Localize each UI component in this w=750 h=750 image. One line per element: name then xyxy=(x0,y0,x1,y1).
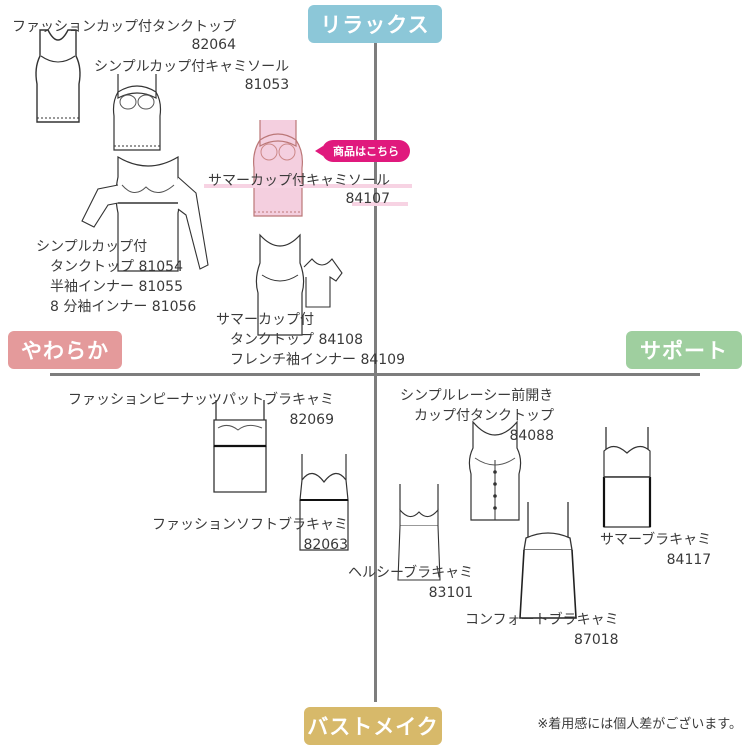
highlight-bar xyxy=(352,202,408,206)
product-label: サマーブラキャミ 84117 xyxy=(600,532,712,568)
product-label: コンフォートブラキャミ 87018 xyxy=(465,612,619,648)
sleeved-top-icon[interactable] xyxy=(78,155,213,273)
product-label: ファッションピーナッツパットブラキャミ 82069 xyxy=(68,392,334,428)
vertical-axis xyxy=(374,42,377,702)
front-open-tank-icon[interactable] xyxy=(465,420,525,522)
axis-label-bust-make: バストメイク xyxy=(304,707,442,745)
bra-cami-icon[interactable] xyxy=(598,425,656,529)
product-link-callout[interactable]: 商品はこちら xyxy=(315,140,410,162)
tank-top-icon[interactable] xyxy=(32,28,84,126)
product-label: サマーカップ付 タンクトップ 84108 フレンチ袖インナー 84109 xyxy=(216,312,405,368)
product-label: シンプルカップ付 タンクトップ 81054 半袖インナー 81055 8 分袖イ… xyxy=(36,239,197,315)
footnote: ※着用感には個人差がございます。 xyxy=(537,717,742,732)
bra-cami-icon[interactable] xyxy=(516,500,580,620)
axis-label-support: サポート xyxy=(626,331,742,369)
product-label: シンプルレーシー前開き カップ付タンクトップ 84088 xyxy=(400,388,554,444)
bra-cami-icon[interactable] xyxy=(392,482,446,582)
product-label-featured[interactable]: サマーカップ付キャミソール 84107 xyxy=(208,173,390,207)
axis-label-soft: やわらか xyxy=(8,331,122,369)
bra-cami-icon[interactable] xyxy=(292,452,356,552)
camisole-icon[interactable] xyxy=(108,72,166,152)
tank-top-icon[interactable] xyxy=(250,233,345,338)
bra-cami-icon[interactable] xyxy=(208,398,272,494)
camisole-icon[interactable] xyxy=(248,118,308,218)
product-label: ヘルシーブラキャミ 83101 xyxy=(348,565,474,601)
highlight-bar xyxy=(204,184,412,188)
product-label: シンプルカップ付キャミソール 81053 xyxy=(94,59,290,93)
horizontal-axis xyxy=(50,373,700,376)
product-label: ファッションカップ付タンクトップ 82064 xyxy=(12,19,236,53)
axis-label-relax: リラックス xyxy=(308,5,442,43)
product-label: ファッションソフトブラキャミ 82063 xyxy=(152,517,348,553)
